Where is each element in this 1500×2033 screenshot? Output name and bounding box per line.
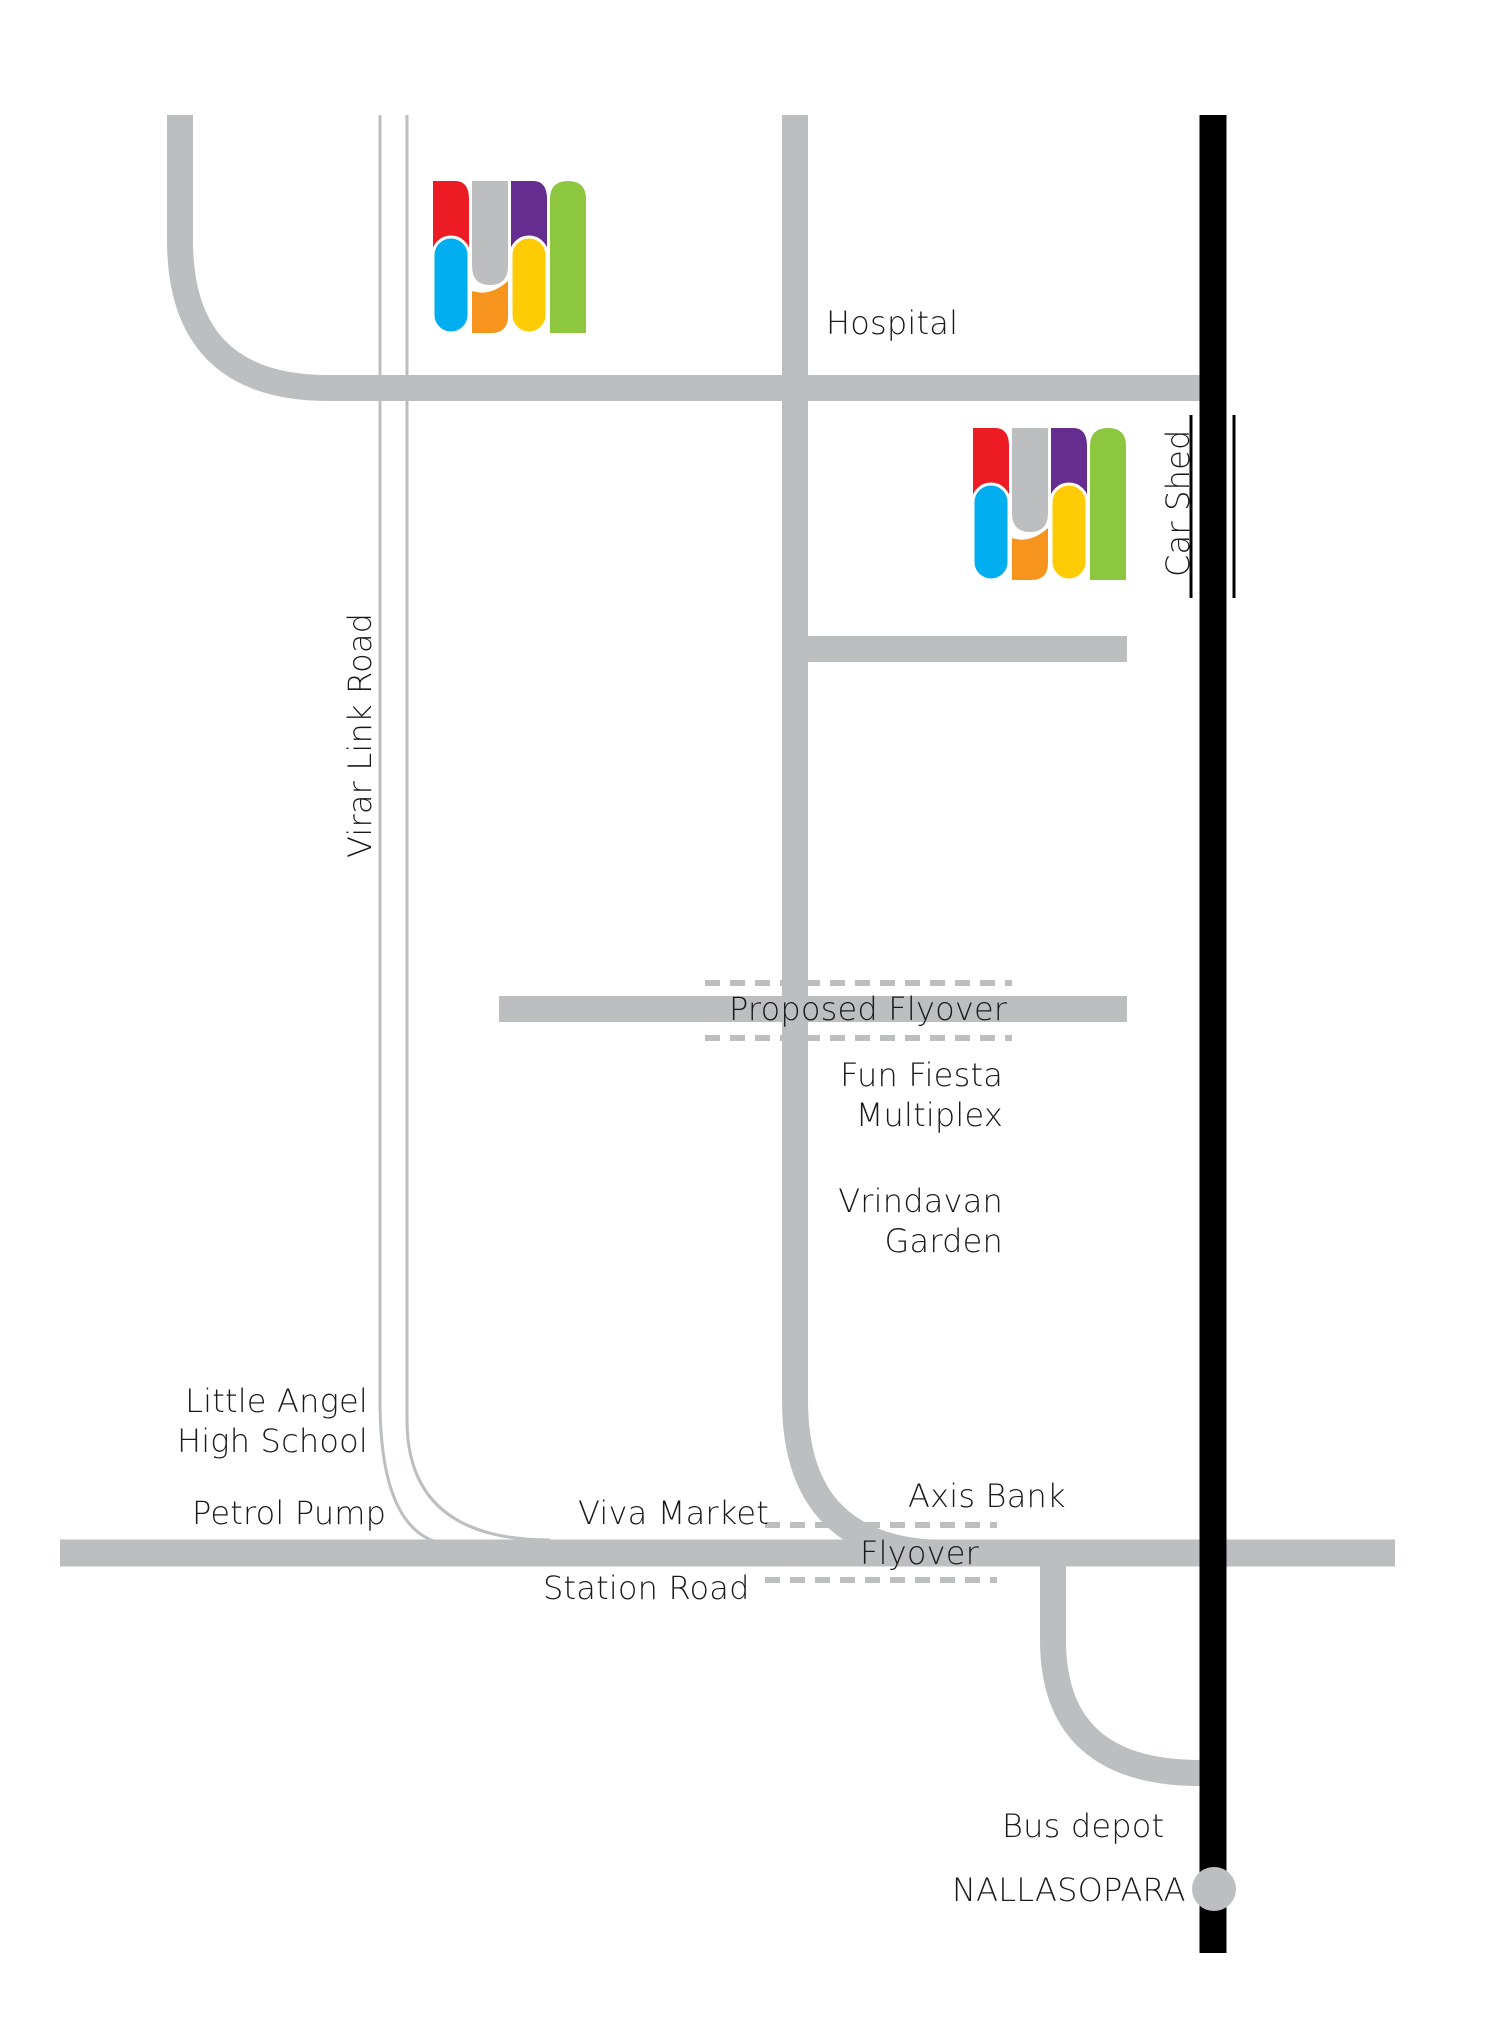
label-car-shed: Car Shed (1159, 429, 1197, 577)
road-top-left-curve (167, 115, 1200, 401)
label-fun-fiesta-line1: Fun Fiesta (840, 1056, 1003, 1094)
label-nallasopara-station: NALLASOPARA (952, 1871, 1186, 1909)
label-little-angel-line2: High School (176, 1422, 368, 1460)
label-vrindavan-line2: Garden (884, 1222, 1003, 1260)
label-hospital: Hospital (826, 304, 959, 342)
label-viva-market: Viva Market (578, 1494, 769, 1532)
label-fun-fiesta-line2: Multiplex (855, 1096, 1003, 1134)
station-marker-icon[interactable] (1192, 1867, 1236, 1911)
label-bus-depot: Bus depot (1002, 1807, 1165, 1845)
label-proposed-flyover: Proposed Flyover (729, 990, 1008, 1028)
label-flyover: Flyover (860, 1534, 979, 1572)
project-logo-icon[interactable] (973, 428, 1128, 583)
road-virar-link-right (405, 115, 551, 1542)
label-virar-link-road: Virar Link Road (341, 612, 379, 858)
road-bus-depot (1040, 1553, 1201, 1786)
label-station-road: Station Road (543, 1569, 750, 1607)
label-axis-bank: Axis Bank (908, 1477, 1066, 1515)
project-logo-icon[interactable] (433, 181, 588, 336)
label-petrol-pump: Petrol Pump (192, 1494, 387, 1532)
label-vrindavan-line1: Vrindavan (838, 1182, 1003, 1220)
label-little-angel-line1: Little Angel (185, 1382, 368, 1420)
